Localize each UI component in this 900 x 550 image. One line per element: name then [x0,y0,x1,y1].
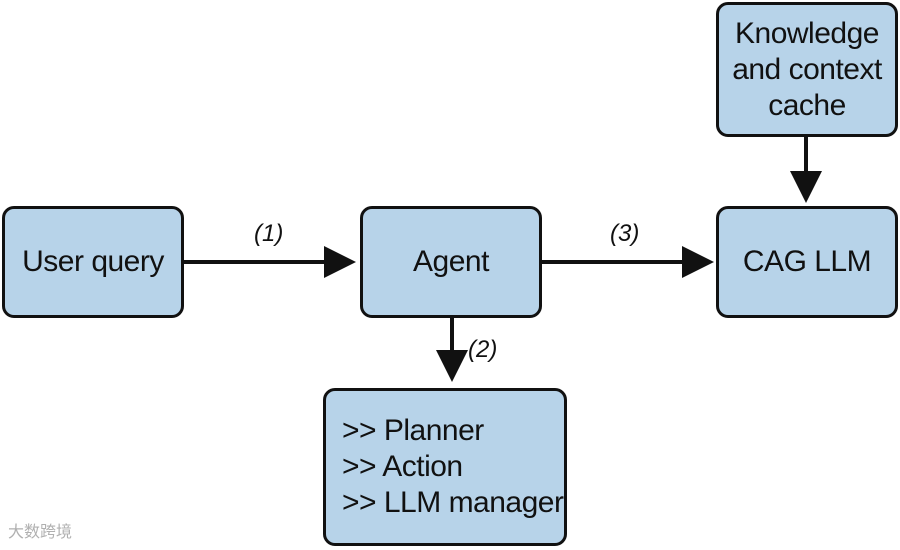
component-planner: >> Planner [342,414,484,447]
agent-components-box: >> Planner >> Action >> LLM manager [323,388,567,546]
user-query-box: User query [2,206,184,318]
component-llm-manager: >> LLM manager [342,486,564,519]
agent-box: Agent [360,206,542,318]
user-query-label: User query [22,245,164,278]
step-1-label: (1) [254,220,284,247]
step-3-label: (3) [610,220,640,247]
agent-label: Agent [413,245,489,278]
knowledge-line-2: and context [732,52,882,86]
knowledge-line-3: cache [768,88,846,122]
watermark: 大数跨境 [8,524,73,541]
cag-llm-label: CAG LLM [742,245,872,278]
cag-llm-box: CAG LLM [716,206,898,318]
step-2-label: (2) [468,336,498,363]
knowledge-cache-box: Knowledge and context cache [716,2,898,137]
component-action: >> Action [342,450,463,483]
knowledge-line-1: Knowledge [735,16,879,50]
